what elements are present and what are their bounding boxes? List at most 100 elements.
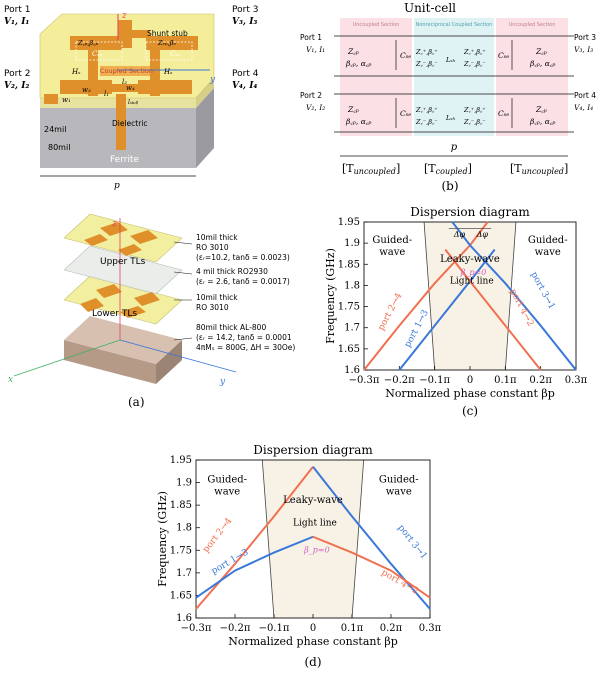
y-tick-label: 1.65 bbox=[338, 344, 360, 355]
hs-left-label: Hₛ bbox=[71, 68, 81, 76]
panel-b-unit-cell-circuit: Unit-cell Uncoupled Section Nonreciproca… bbox=[300, 1, 596, 193]
layer2-line2: (εᵣ = 2.6, tanδ = 0.0017) bbox=[196, 277, 290, 286]
z-axis-label-a: z bbox=[111, 219, 117, 229]
w3-label: w₃ bbox=[82, 86, 91, 94]
delta-phi-right: Δφ bbox=[476, 230, 489, 239]
light-line-left bbox=[423, 221, 436, 371]
series-label: port 1→3 bbox=[403, 308, 431, 349]
l1-label: l₁ bbox=[104, 90, 109, 98]
guided-wave-left-2: wave bbox=[214, 487, 240, 498]
zcp-b-4: Z꜀ₚ bbox=[535, 105, 547, 114]
copper-traces bbox=[44, 20, 198, 150]
z-axis-label: z bbox=[121, 11, 127, 21]
light-line-left bbox=[261, 459, 275, 619]
guided-wave-right-2: wave bbox=[535, 247, 561, 258]
section-uncoupled-right: Uncoupled Section bbox=[509, 22, 556, 28]
beta-b-4: β꜀ₚ, α꜀ₚ bbox=[529, 117, 555, 126]
y-axis-label-a: y bbox=[219, 377, 226, 387]
beta-p0-label: β_p=0 bbox=[460, 268, 487, 277]
port2-b-vi: V₂, I₂ bbox=[306, 103, 325, 112]
y-tick-label: 1.6 bbox=[344, 365, 360, 376]
beta-b-2: β꜀ₚ, α꜀ₚ bbox=[345, 117, 371, 126]
t-left: [Tuncoupled] bbox=[342, 162, 400, 176]
y-axis-label: Frequency (GHz) bbox=[324, 248, 337, 344]
port4-vi: V₄, I₄ bbox=[232, 81, 257, 91]
y-tick-label: 1.7 bbox=[176, 568, 192, 579]
light-line-right bbox=[351, 459, 365, 619]
chart-caption: (d) bbox=[304, 655, 321, 669]
series-line-port-3-1 bbox=[312, 466, 431, 610]
hs-right-label: Hₛ bbox=[163, 68, 173, 76]
panel-a-top-unit-cell: z y Port 1 V₁, I₁ Port 3 V₃, I₃ Port 2 V… bbox=[4, 5, 259, 191]
port1-label: Port 1 bbox=[4, 5, 30, 15]
ro2930-layer bbox=[63, 245, 183, 295]
upper-tls-label: Upper TLs bbox=[100, 257, 146, 267]
w1-label: w₁ bbox=[62, 96, 71, 104]
layer2-line1: 4 mil thick RO2930 bbox=[196, 267, 268, 276]
leaky-wave-label: Leaky-wave bbox=[440, 254, 500, 265]
zc-plus-b-4: Z꜀⁺,β꜀⁺ bbox=[463, 106, 486, 114]
coupled-section-label: Coupled Section bbox=[100, 67, 153, 75]
shunt-stub-label: Shunt stub bbox=[147, 29, 188, 38]
layer3-line1: 10mil thick bbox=[196, 293, 238, 302]
y-tick-label: 1.85 bbox=[338, 259, 360, 270]
x-tick-label: 0.3π bbox=[565, 375, 588, 386]
port3-label: Port 3 bbox=[232, 5, 258, 15]
lsh-b-1: Lₛₕ bbox=[445, 56, 456, 64]
guided-wave-left-1: Guided- bbox=[372, 235, 412, 246]
series-label: port 2→4 bbox=[201, 516, 234, 555]
series-line-port-1-3 bbox=[398, 248, 496, 371]
t-right: [Tuncoupled] bbox=[510, 162, 568, 176]
layer4-line1: 80mil thick AL-800 bbox=[196, 323, 266, 332]
beta-b-1: β꜀ₚ, α꜀ₚ bbox=[345, 59, 371, 68]
zc-plus-b-2: Z꜀⁺,β꜀⁺ bbox=[463, 48, 486, 56]
x-tick-label: −0.2π bbox=[384, 375, 415, 386]
port1-vi: V₁, I₁ bbox=[4, 17, 29, 27]
section-uncoupled-left: Uncoupled Section bbox=[353, 22, 400, 28]
cse-b-4: Cₛₑ bbox=[498, 109, 509, 118]
mil24-label: 24mil bbox=[44, 125, 66, 134]
x-tick-label: 0.1π bbox=[494, 375, 517, 386]
x-tick-label: 0.1π bbox=[341, 623, 364, 634]
caption-a: (a) bbox=[128, 395, 145, 409]
x-axis-label: x bbox=[8, 375, 13, 385]
port2-label: Port 2 bbox=[4, 69, 30, 79]
p-label-b: p bbox=[451, 142, 458, 153]
delta-phi-left: Δφ bbox=[453, 230, 466, 239]
chart-title: Dispersion diagram bbox=[410, 205, 530, 219]
x-tick-label: 0 bbox=[310, 623, 316, 634]
l2-label: l₂ bbox=[122, 78, 127, 86]
y-axis-label: Frequency (GHz) bbox=[156, 491, 169, 587]
series-label: port 4→2 bbox=[380, 568, 420, 597]
x-tick-label: −0.3π bbox=[349, 375, 380, 386]
y-tick-label: 1.9 bbox=[176, 478, 192, 489]
ferrite-layer bbox=[64, 316, 182, 364]
light-line-region bbox=[262, 460, 364, 618]
zc-minus-b-2: Z꜀⁻,β꜀⁻ bbox=[463, 60, 486, 68]
x-tick-label: −0.2π bbox=[220, 623, 251, 634]
x-tick-label: 0.2π bbox=[529, 375, 552, 386]
leaky-wave-label: Leaky-wave bbox=[283, 495, 343, 506]
y-tick-label: 1.8 bbox=[176, 523, 192, 534]
y-tick-label: 1.75 bbox=[170, 545, 192, 556]
t-mid: [Tcoupled] bbox=[424, 162, 472, 176]
x-tick-label: 0.2π bbox=[380, 623, 403, 634]
port3-b-label: Port 3 bbox=[574, 33, 596, 42]
zc-plus-b-1: Z꜀⁺,β꜀⁺ bbox=[415, 48, 438, 56]
port3-vi: V₃, I₃ bbox=[232, 17, 257, 27]
x-tick-label: −0.1π bbox=[419, 375, 450, 386]
chart-title: Dispersion diagram bbox=[253, 443, 373, 457]
cse-b-1: Cₛₑ bbox=[400, 51, 411, 60]
coupled-box bbox=[414, 18, 494, 136]
port2-b-label: Port 2 bbox=[300, 91, 322, 100]
y-tick-label: 1.6 bbox=[176, 613, 192, 624]
zcp-b-1: Z꜀ₚ bbox=[347, 47, 359, 56]
uncoupled-box-left bbox=[340, 18, 412, 136]
guided-wave-right-1: Guided- bbox=[379, 475, 419, 486]
beta-b-3: β꜀ₚ, α꜀ₚ bbox=[529, 59, 555, 68]
y-tick-label: 1.8 bbox=[344, 280, 360, 291]
uncoupled-box-right bbox=[496, 18, 568, 136]
series-line-port-3-1 bbox=[451, 221, 577, 371]
